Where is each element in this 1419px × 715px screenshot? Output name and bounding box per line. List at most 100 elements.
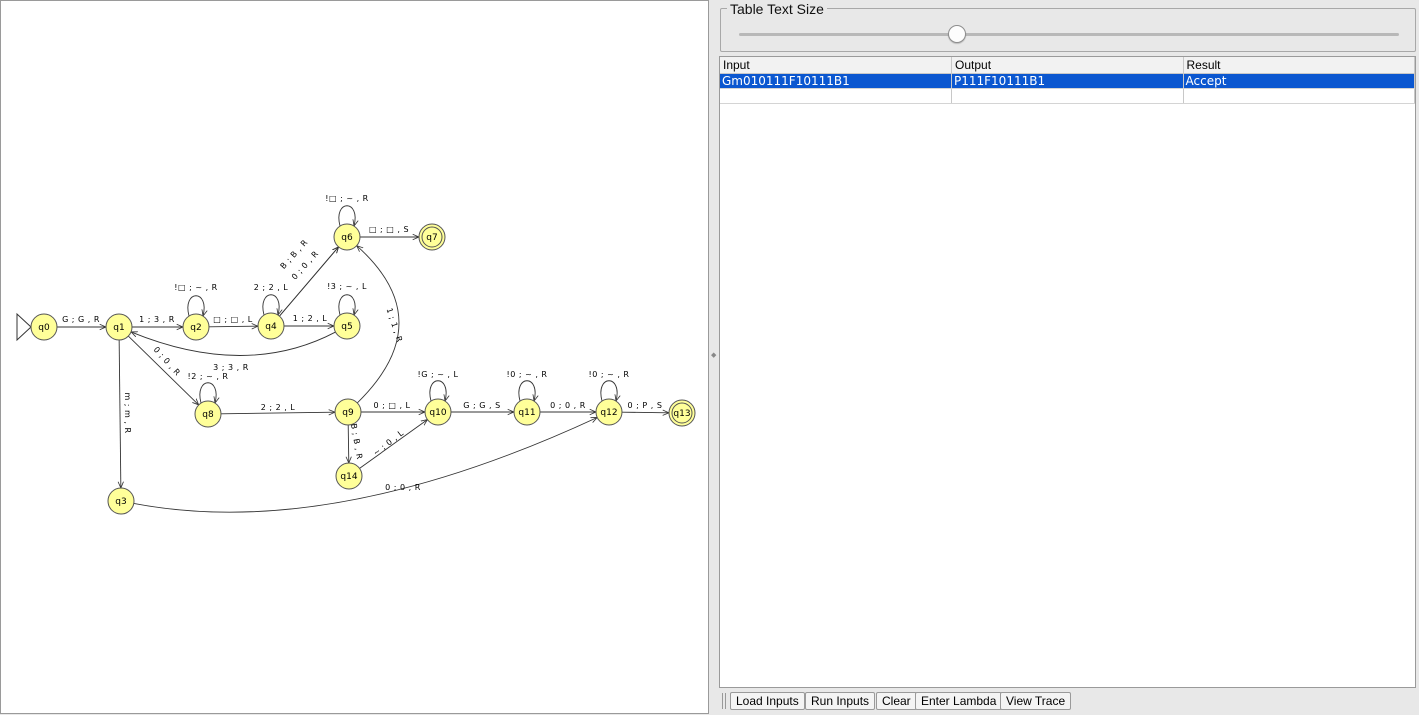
view-trace-button[interactable]: View Trace [1000,692,1072,710]
state-q10[interactable]: q10 [424,398,452,426]
state-circle[interactable] [333,312,361,340]
state-q3[interactable]: q3 [107,487,135,515]
transition-edge[interactable] [262,294,279,315]
transition-edge[interactable] [220,412,335,414]
state-circle[interactable] [335,462,363,490]
transition-label[interactable]: 1 ; 2 , L [293,314,328,323]
transition-label[interactable]: 1 ; 3 , R [139,315,175,324]
text-size-slider-thumb[interactable] [947,25,966,43]
transition-edge[interactable] [518,380,535,401]
transition-label[interactable]: 1 ; 1 , R [385,307,405,344]
state-q14[interactable]: q14 [335,462,363,490]
transition-label[interactable]: !□ ; ~ , R [325,194,368,203]
input-cell[interactable]: Gm010111F10111B1 [720,73,952,89]
input-table[interactable]: Input Output Result Gm010111F10111B1 P11… [719,56,1416,688]
state-q8[interactable]: q8 [194,400,222,428]
state-q12[interactable]: q12 [595,398,623,426]
state-circle[interactable] [595,398,623,426]
transition-label[interactable]: m ; m , R [123,392,132,433]
column-header-output[interactable]: Output [951,57,1184,74]
toolbar-grip-icon[interactable] [722,693,726,709]
result-cell[interactable]: Accept [1183,73,1415,89]
transition-edge[interactable] [199,382,216,403]
transition-edge[interactable] [187,295,204,316]
state-circle[interactable] [194,400,222,428]
clear-button[interactable]: Clear [876,692,917,710]
state-label: q9 [342,408,354,418]
transition-label[interactable]: 2 ; 2 , L [254,283,289,292]
state-q1[interactable]: q1 [105,313,133,341]
transition-edge[interactable] [133,417,597,513]
transition-edge[interactable] [348,424,349,463]
transition-edge[interactable] [208,326,258,327]
transition-label[interactable]: G ; G , S [463,401,500,410]
transition-label[interactable]: !□ ; ~ , R [174,283,217,292]
transition-edge[interactable] [338,205,355,226]
state-circle[interactable] [424,398,452,426]
transition-edge[interactable] [119,339,121,488]
transition-label[interactable]: G ; G , R [62,315,100,324]
state-q4[interactable]: q4 [257,312,285,340]
turing-machine-diagram[interactable]: G ; G , R 1 ; 3 , R !□ ; ~ , R □ ; □ , L 2 ;… [1,1,710,715]
output-cell[interactable] [951,88,1184,104]
state-q11[interactable]: q11 [513,398,541,426]
transition-edge[interactable] [127,335,198,405]
state-q0[interactable]: q0 [16,312,58,342]
state-label: q3 [115,497,126,507]
state-circle[interactable] [513,398,541,426]
state-q5[interactable]: q5 [333,312,361,340]
transition-label[interactable]: B ; B , R [349,423,364,460]
transition-label[interactable]: 0 ; P , S [628,401,663,410]
state-circle[interactable] [668,399,696,427]
transition-edge[interactable] [429,380,446,401]
table-row[interactable]: Gm010111F10111B1 P111F10111B1 Accept [720,73,1415,89]
transition-label[interactable]: 3 ; 3 , R [213,363,249,372]
split-pane-divider[interactable]: ◆ [709,0,718,714]
result-cell[interactable] [1183,88,1415,104]
state-q6[interactable]: q6 [333,223,361,251]
state-circle[interactable] [257,312,285,340]
table-row[interactable] [720,88,1415,104]
transition-edge[interactable] [621,412,669,413]
state-circle[interactable] [333,223,361,251]
state-q7[interactable]: q7 [418,223,446,251]
transition-label[interactable]: 0 ; 0 , R [385,483,421,492]
column-header-input[interactable]: Input [720,57,952,74]
transition-label[interactable]: 0 ; □ , L [373,401,410,410]
state-circle[interactable] [418,223,446,251]
transition-label[interactable]: !0 ; ~ , R [589,370,630,379]
state-circle[interactable] [182,313,210,341]
load-inputs-button[interactable]: Load Inputs [730,692,805,710]
state-circle[interactable] [30,313,58,341]
state-q13[interactable]: q13 [668,399,696,427]
state-circle[interactable] [105,313,133,341]
transition-label[interactable]: !3 ; ~ , L [327,282,367,291]
state-q9[interactable]: q9 [334,398,362,426]
input-cell[interactable] [720,88,952,104]
transition-edge[interactable] [357,246,400,404]
enter-lambda-button[interactable]: Enter Lambda [915,692,1003,710]
transition-label[interactable]: 0 ; 0 , R [550,401,586,410]
transition-label[interactable]: !G ; ~ , L [418,370,459,379]
transition-label[interactable]: □ ; □ , S [369,225,409,234]
state-q2[interactable]: q2 [182,313,210,341]
divider-grip-icon[interactable]: ◆ [711,352,717,359]
transition-edge[interactable] [279,247,338,317]
transition-label[interactable]: □ ; □ , L [213,315,253,324]
transition-label[interactable]: !0 ; ~ , R [507,370,548,379]
transition-edge[interactable] [600,380,617,401]
state-circle[interactable] [107,487,135,515]
state-circle[interactable] [334,398,362,426]
transition-label[interactable]: 0 ; 0 , R [152,345,183,378]
output-cell[interactable]: P111F10111B1 [951,73,1184,89]
automaton-canvas[interactable]: G ; G , R 1 ; 3 , R !□ ; ~ , R □ ; □ , L 2 ;… [0,0,709,714]
transition-label[interactable]: !2 ; ~ , R [188,372,229,381]
transition-label[interactable]: 2 ; 2 , L [261,403,296,412]
text-size-slider[interactable] [739,25,1399,43]
transition-edge[interactable] [338,294,355,315]
column-header-result[interactable]: Result [1183,57,1415,74]
transition-edge[interactable] [131,332,336,356]
transition-edge[interactable] [359,420,428,469]
run-inputs-button[interactable]: Run Inputs [805,692,876,710]
transition-label[interactable]: ~ ; 0 , L [371,428,405,457]
